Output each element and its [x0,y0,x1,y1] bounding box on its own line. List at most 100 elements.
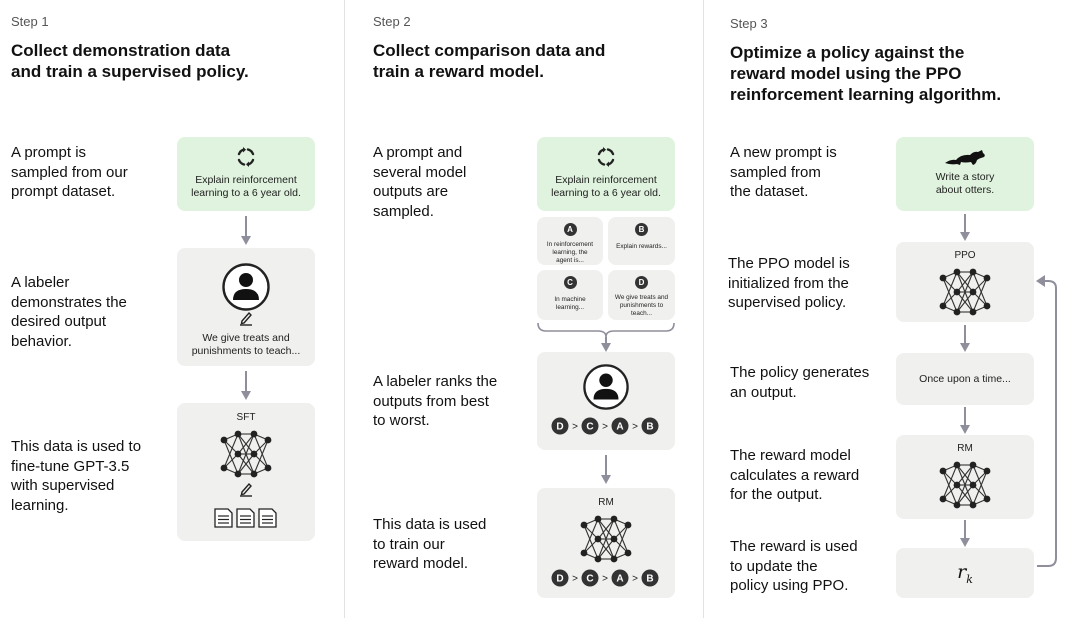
step-1-sft-box: SFT [177,403,315,541]
rank-letter: C [586,574,593,585]
network-edge [972,464,988,500]
network-edge [942,464,958,500]
ppo-label: PPO [954,250,976,261]
step-2-title: Collect comparison data and train a rewa… [373,41,606,81]
neural-network-icon [939,268,991,316]
network-edge [613,518,629,554]
rank-badge [611,417,629,435]
neural-network-icon [939,461,991,509]
network-node [969,268,977,276]
step-2-desc-1: A prompt and several model outputs are s… [373,144,467,220]
network-node [234,430,242,438]
letter-badge-b: B [635,223,648,236]
network-edge [613,524,629,560]
step-3-desc-5: The reward is used to update the policy … [730,538,858,594]
network-edge [972,277,988,313]
arrow-icon [960,520,970,547]
arrow-icon [960,214,970,241]
brace-arrow-icon [537,322,675,352]
network-edge [583,518,599,554]
network-edge [223,439,239,475]
arrow-icon [960,325,970,352]
network-edge [942,271,958,307]
rank-separator: > [572,574,578,585]
network-edge [956,271,974,293]
network-node [250,430,258,438]
step-1-demo-text: We give treats and punishments to teach.… [191,332,301,357]
step-1-prompt-box: Explain reinforcement learning to a 6 ye… [177,137,315,211]
step-1-labeler-box: We give treats and punishments to teach.… [177,248,315,366]
rank-separator: > [632,574,638,585]
rm-label: RM [598,497,614,508]
step-2-labeler-box: D>C>A>B [537,352,675,450]
network-node [969,308,977,316]
network-node [969,481,977,489]
rank-letter: D [556,422,563,433]
step-3-desc-2: The PPO model is initialized from the su… [728,255,850,311]
rank-letter: D [556,574,563,585]
ranking-sequence: D>C>A>B [551,569,659,587]
network-edge [597,518,615,540]
reward-value: rk [896,561,1034,586]
reward-subscript: k [966,572,973,586]
network-node [939,467,947,475]
step-3-output-text: Once upon a time... [919,373,1011,385]
network-edge [942,470,958,506]
step-2-desc-3: This data is used to train our reward mo… [373,516,487,572]
output-card-a: A In reinforcement learning, the agent i… [537,217,603,265]
rank-letter: B [646,574,653,585]
network-node [610,555,618,563]
rank-badge [641,569,659,587]
network-node [953,461,961,469]
documents-icon [214,508,277,528]
rank-badge [581,417,599,435]
network-node [939,274,947,282]
letter-badge-a: A [563,223,577,236]
network-node [610,535,618,543]
rank-badge [611,569,629,587]
network-node [594,535,602,543]
network-edge [597,518,615,560]
step-3-label: Step 3 [730,16,768,31]
network-node [580,549,588,557]
step-3-prompt-text: Write a story about otters. [935,171,995,196]
step-3-desc-3: The policy generates an output. [730,364,870,401]
letter-badge-d: D [635,276,648,289]
neural-network-icon [220,430,272,478]
arrow-icon [960,407,970,434]
step-3-reward-box: rk [896,548,1034,598]
network-edge [237,453,255,475]
network-node [580,521,588,529]
step-2-desc-2: A labeler ranks the outputs from best to… [373,373,498,429]
output-card-c: C In machine learning... [537,270,603,320]
output-text-a: In reinforcement learning, the agent is.… [546,241,594,264]
network-node [969,501,977,509]
network-node [953,481,961,489]
output-text-c: In machine learning... [554,296,586,311]
rank-letter: C [586,422,593,433]
network-node [969,461,977,469]
rank-separator: > [602,422,608,433]
network-edge [956,271,974,313]
column-divider-2 [703,0,704,618]
reward-symbol: r [957,561,967,583]
network-edge [956,464,974,506]
step-3-rm-box: RM [896,435,1034,519]
step-1-desc-1: A prompt is sampled from our prompt data… [11,144,128,200]
network-node [953,268,961,276]
network-node [594,515,602,523]
step-3-rm-label: RM [957,443,973,454]
step-3-desc-4: The reward model calculates a reward for… [730,447,860,503]
network-node [983,467,991,475]
step-3-output-box: Once upon a time... [896,353,1034,405]
step-3-ppo-box: PPO [896,242,1034,322]
network-node [939,302,947,310]
sft-label: SFT [236,412,256,423]
refresh-cycle-icon [237,147,255,167]
network-edge [956,464,974,486]
network-edge [956,484,974,506]
rank-separator: > [602,574,608,585]
network-edge [942,277,958,313]
network-edge [253,439,269,475]
step-3-prompt-box: Write a story about otters. [896,137,1034,211]
